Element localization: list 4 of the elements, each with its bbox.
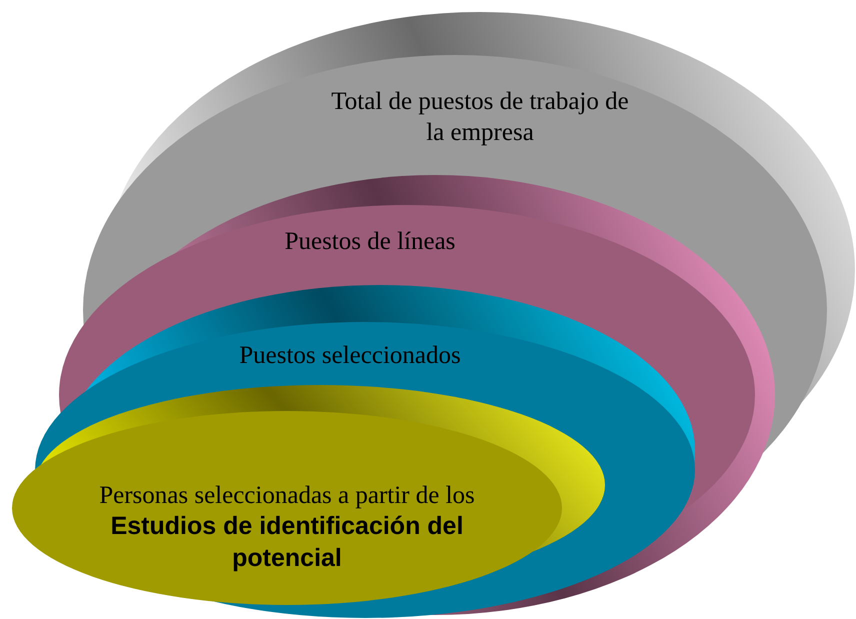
ring-label: Total de puestos de trabajo de la empresa	[330, 87, 630, 148]
ring-label: Puestos de líneas	[284, 227, 456, 257]
ring-label: Puestos seleccionados	[238, 341, 462, 371]
ring-label: Personas seleccionadas a partir de los Estudios de identificación del potencial	[98, 481, 476, 574]
